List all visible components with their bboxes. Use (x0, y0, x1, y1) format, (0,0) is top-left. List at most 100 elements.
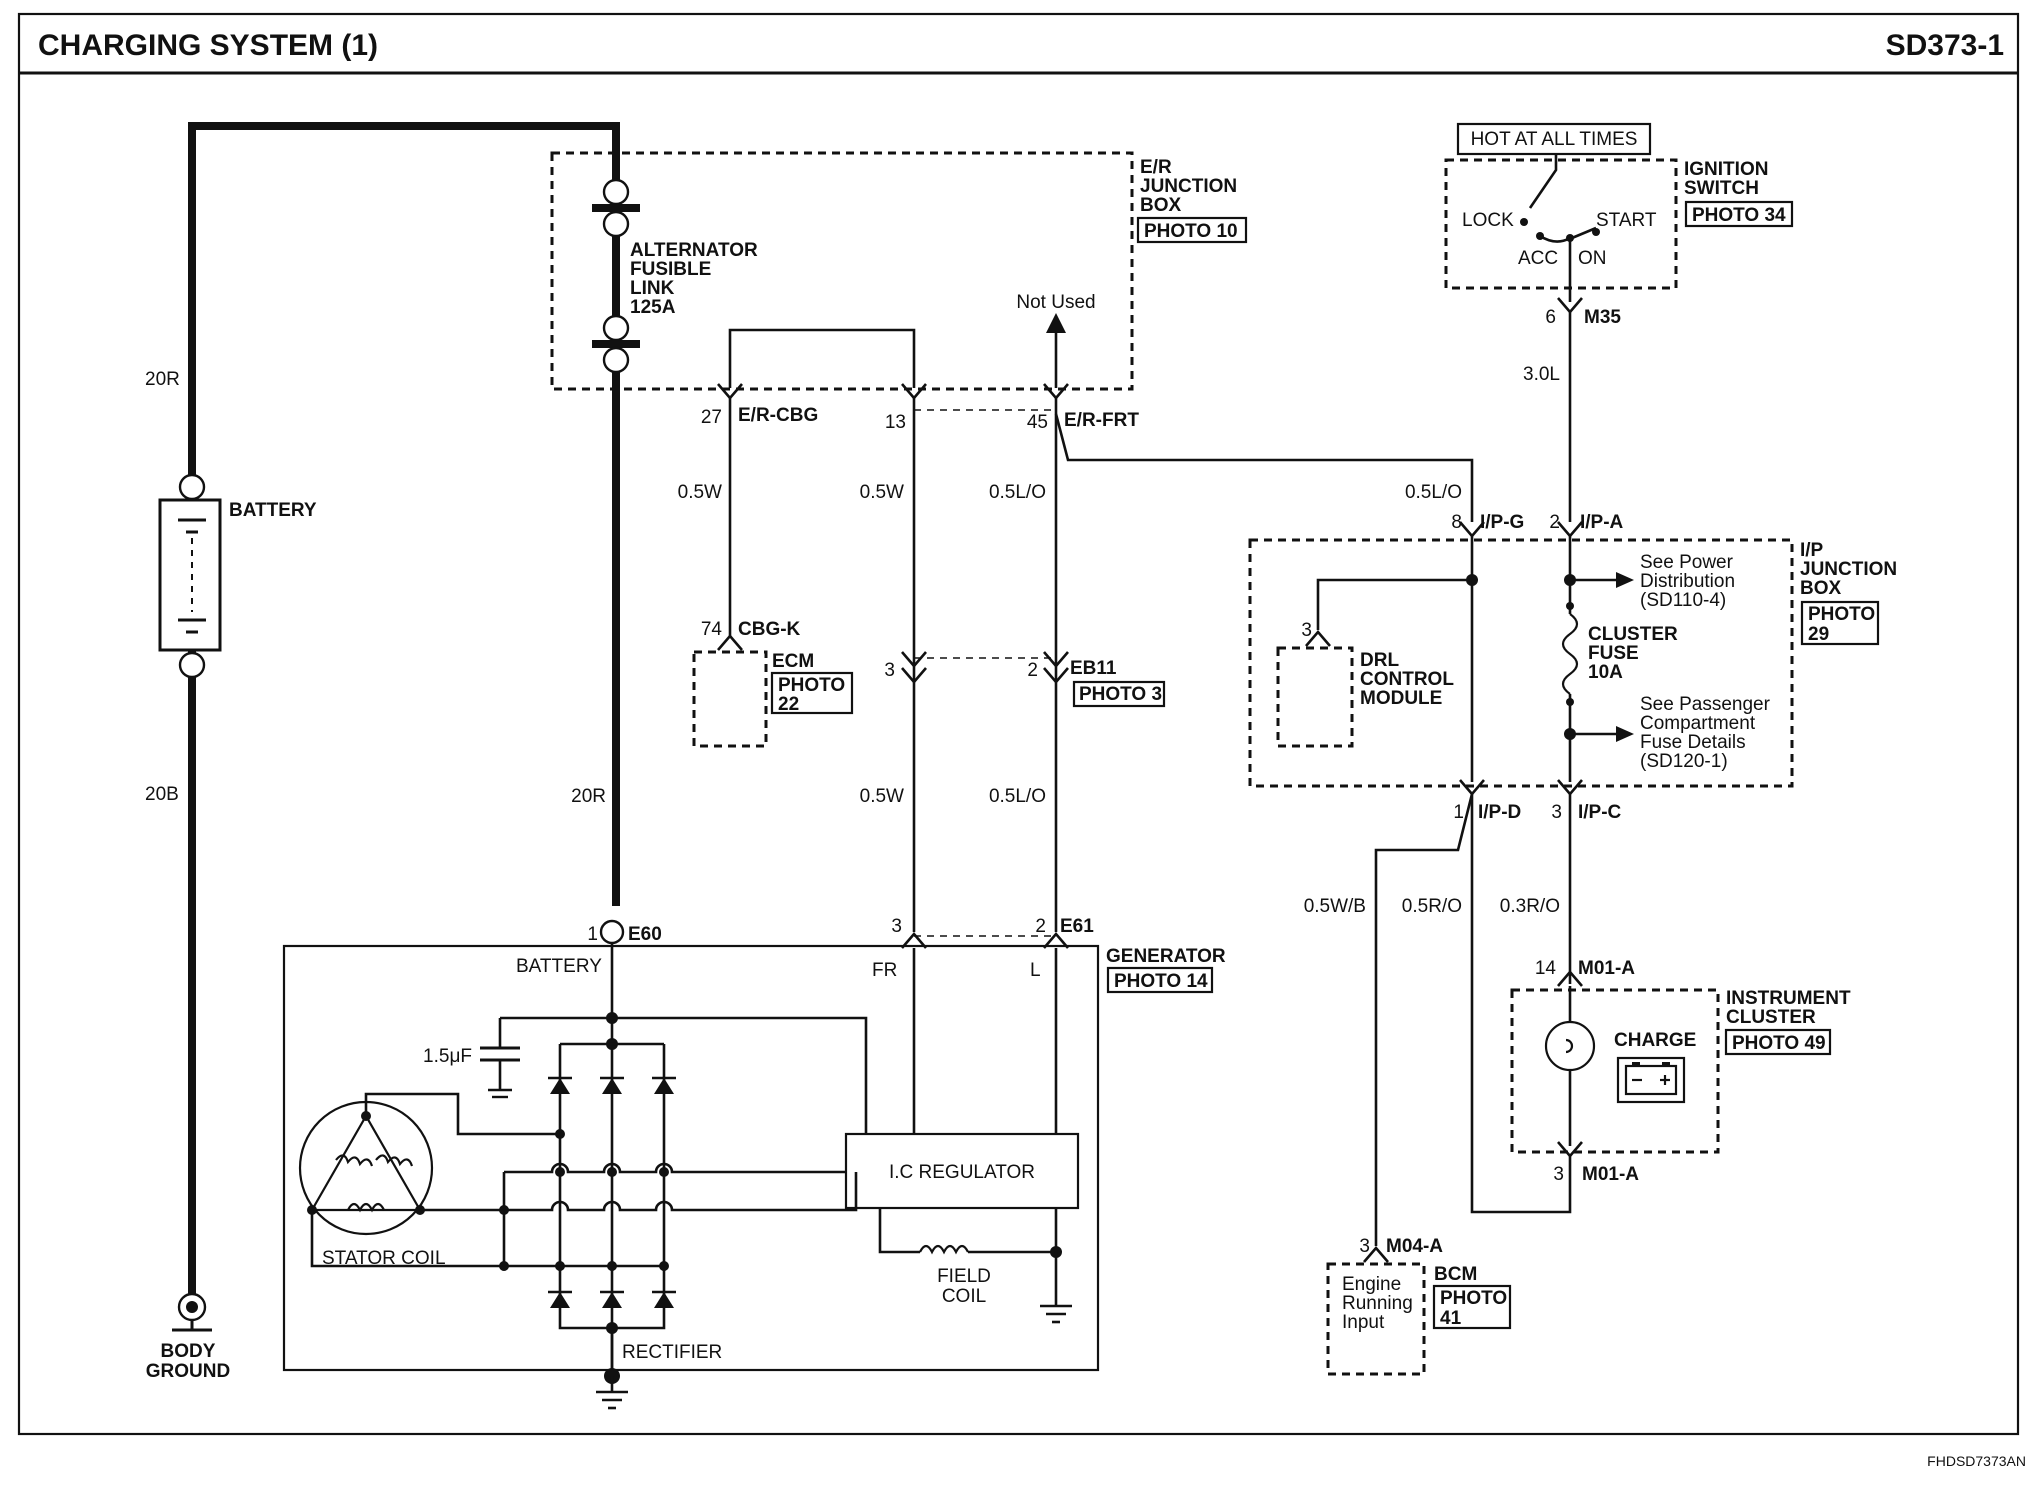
svg-text:0.5W: 0.5W (860, 482, 904, 503)
footer-code: FHDSD7373AN (1927, 1453, 2026, 1469)
svg-text:Distribution: Distribution (1640, 571, 1735, 592)
battery-symbol (158, 498, 222, 652)
svg-text:CBG-K: CBG-K (738, 619, 801, 640)
svg-text:Input: Input (1342, 1312, 1385, 1333)
wire-battery-negative: 20B (145, 784, 179, 805)
svg-text:FUSE: FUSE (1588, 643, 1639, 664)
bcm-module: 3 M04-A Engine Running Input BCM PHOTO 4… (1326, 1236, 1512, 1376)
svg-text:I.C REGULATOR: I.C REGULATOR (889, 1162, 1035, 1183)
diagram-code: SD373-1 (1886, 29, 2004, 62)
svg-text:PHOTO 34: PHOTO 34 (1692, 205, 1786, 226)
charge-lamp-icon (1544, 1020, 1596, 1072)
svg-text:INSTRUMENT: INSTRUMENT (1726, 988, 1851, 1009)
svg-text:Engine: Engine (1342, 1274, 1401, 1295)
svg-text:EB11: EB11 (1070, 658, 1117, 679)
svg-text:E/R-FRT: E/R-FRT (1064, 410, 1139, 431)
svg-text:ON: ON (1578, 248, 1607, 269)
stator-coil-label: STATOR COIL (322, 1248, 446, 1269)
svg-text:M01-A: M01-A (1582, 1164, 1639, 1185)
svg-text:1: 1 (1453, 802, 1464, 823)
wire-battery-positive: 20R (145, 369, 180, 390)
svg-text:0.5R/O: 0.5R/O (1402, 896, 1462, 917)
svg-text:6: 6 (1545, 307, 1556, 328)
svg-text:0.5L/O: 0.5L/O (1405, 482, 1462, 503)
svg-text:GENERATOR: GENERATOR (1106, 946, 1226, 967)
svg-text:BCM: BCM (1434, 1264, 1477, 1285)
svg-text:START: START (1596, 210, 1657, 231)
svg-text:45: 45 (1027, 412, 1048, 433)
svg-text:BATTERY: BATTERY (516, 956, 602, 977)
svg-text:I/P: I/P (1800, 540, 1824, 561)
svg-text:BOX: BOX (1140, 195, 1182, 216)
svg-text:GROUND: GROUND (146, 1361, 230, 1382)
er-junction-box: E/R JUNCTION BOX PHOTO 10 ALTERNATOR FUS… (550, 151, 1248, 391)
svg-text:PHOTO: PHOTO (778, 675, 845, 696)
svg-text:PHOTO 14: PHOTO 14 (1114, 971, 1208, 992)
svg-text:JUNCTION: JUNCTION (1140, 176, 1237, 197)
svg-text:2: 2 (1027, 660, 1038, 681)
photo-10-label: PHOTO 10 (1144, 221, 1238, 242)
svg-text:IGNITION: IGNITION (1684, 159, 1768, 180)
svg-text:27: 27 (701, 407, 722, 428)
svg-text:14: 14 (1535, 958, 1557, 979)
svg-text:E/R: E/R (1140, 157, 1172, 178)
svg-text:CHARGE: CHARGE (1614, 1030, 1696, 1051)
svg-text:CLUSTER: CLUSTER (1726, 1007, 1816, 1028)
svg-text:I/P-G: I/P-G (1480, 512, 1524, 533)
svg-text:125A: 125A (630, 297, 676, 318)
svg-text:8: 8 (1451, 512, 1462, 533)
svg-text:See Power: See Power (1640, 552, 1734, 573)
svg-text:3: 3 (884, 660, 895, 681)
svg-text:0.5W: 0.5W (678, 482, 722, 503)
svg-text:M01-A: M01-A (1578, 958, 1635, 979)
svg-text:FR: FR (872, 960, 897, 981)
svg-text:MODULE: MODULE (1360, 688, 1442, 709)
svg-text:Compartment: Compartment (1640, 713, 1756, 734)
svg-text:13: 13 (885, 412, 906, 433)
svg-text:PHOTO 3: PHOTO 3 (1079, 684, 1162, 705)
svg-text:20R: 20R (571, 786, 606, 807)
svg-text:0.5W: 0.5W (860, 786, 904, 807)
diagram-frame (17, 12, 2020, 1436)
page-title: CHARGING SYSTEM (1) (38, 29, 378, 62)
svg-text:2: 2 (1035, 916, 1046, 937)
svg-text:COIL: COIL (942, 1286, 986, 1307)
svg-text:ACC: ACC (1518, 248, 1558, 269)
svg-text:LOCK: LOCK (1462, 210, 1514, 231)
svg-text:3: 3 (891, 916, 902, 937)
svg-text:I/P-A: I/P-A (1580, 512, 1624, 533)
svg-text:PHOTO: PHOTO (1808, 604, 1875, 625)
svg-text:3.0L: 3.0L (1523, 364, 1560, 385)
battery-label: BATTERY (229, 500, 317, 521)
svg-text:BOX: BOX (1800, 578, 1842, 599)
svg-text:CLUSTER: CLUSTER (1588, 624, 1678, 645)
svg-text:PHOTO: PHOTO (1440, 1288, 1507, 1309)
svg-text:LINK: LINK (630, 278, 675, 299)
ip-junction-box: 8 I/P-G 2 I/P-A I/P JUNCTION BOX PHOTO 2… (1248, 512, 1897, 823)
svg-text:3: 3 (1553, 1164, 1564, 1185)
svg-text:FUSIBLE: FUSIBLE (630, 259, 711, 280)
svg-text:0.5W/B: 0.5W/B (1304, 896, 1366, 917)
rectifier-label: RECTIFIER (622, 1342, 722, 1363)
alternator-fusible-link (592, 178, 640, 374)
svg-text:SWITCH: SWITCH (1684, 178, 1759, 199)
svg-text:22: 22 (778, 694, 799, 715)
hot-at-all-times-label: HOT AT ALL TIMES (1471, 129, 1638, 150)
svg-text:3: 3 (1359, 1236, 1370, 1257)
drl-control-module: 3 DRL CONTROL MODULE (1276, 620, 1454, 748)
svg-text:L: L (1030, 960, 1041, 981)
svg-text:JUNCTION: JUNCTION (1800, 559, 1897, 580)
svg-text:M04-A: M04-A (1386, 1236, 1443, 1257)
svg-text:3: 3 (1301, 620, 1312, 641)
capacitor-label: 1.5μF (423, 1046, 472, 1067)
generator: GENERATOR PHOTO 14 1 E60 3 2 E61 BATTERY… (282, 916, 1226, 1410)
svg-text:1: 1 (587, 924, 598, 945)
svg-text:PHOTO 49: PHOTO 49 (1732, 1033, 1826, 1054)
svg-text:CONTROL: CONTROL (1360, 669, 1454, 690)
body-ground-label: BODY (161, 1341, 216, 1362)
svg-text:E/R-CBG: E/R-CBG (738, 405, 818, 426)
ecm-module: 74 CBG-K ECM PHOTO 22 (692, 619, 854, 748)
svg-text:41: 41 (1440, 1308, 1462, 1329)
er-connectors: 27 E/R-CBG 13 45 E/R-FRT (701, 383, 1139, 433)
